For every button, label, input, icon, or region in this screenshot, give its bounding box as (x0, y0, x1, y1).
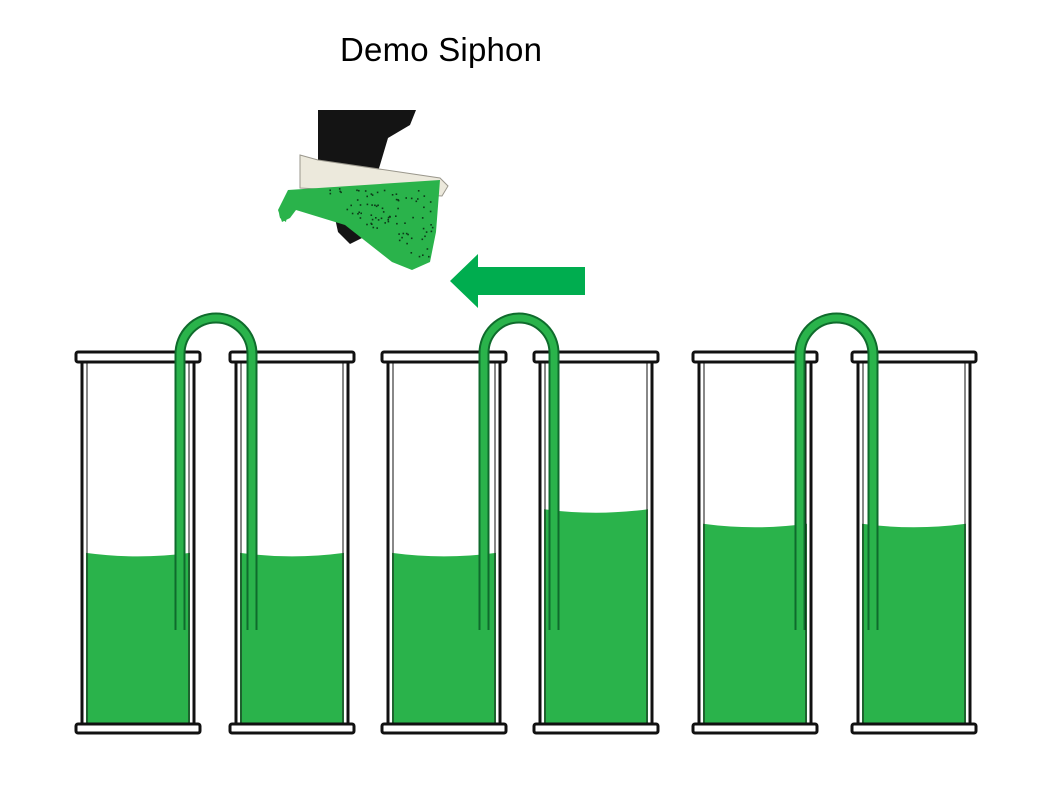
liquid-column (703, 523, 807, 724)
diagram-title: Demo Siphon (340, 31, 543, 68)
liquid-column (240, 552, 344, 724)
cylinder-pair-3-right (850, 350, 978, 735)
liquid-column (544, 509, 648, 724)
siphon-tube-2 (478, 312, 560, 630)
liquid-column (86, 552, 190, 724)
cylinder-pair-3-left (691, 350, 819, 735)
cylinder-pair-1-left (74, 350, 202, 735)
pouring-flask-illustration (278, 110, 449, 270)
flask-icon (278, 154, 449, 270)
siphon-tube-1 (174, 312, 258, 630)
cylinder-pair-2-left (380, 350, 508, 735)
liquid-column (862, 523, 966, 724)
cylinder-pair-2-right (532, 350, 660, 735)
liquid-column (392, 552, 496, 724)
pour-direction-arrow-icon (450, 254, 585, 308)
siphon-tube-3 (794, 312, 879, 630)
cylinder-pair-1-right (228, 350, 356, 735)
